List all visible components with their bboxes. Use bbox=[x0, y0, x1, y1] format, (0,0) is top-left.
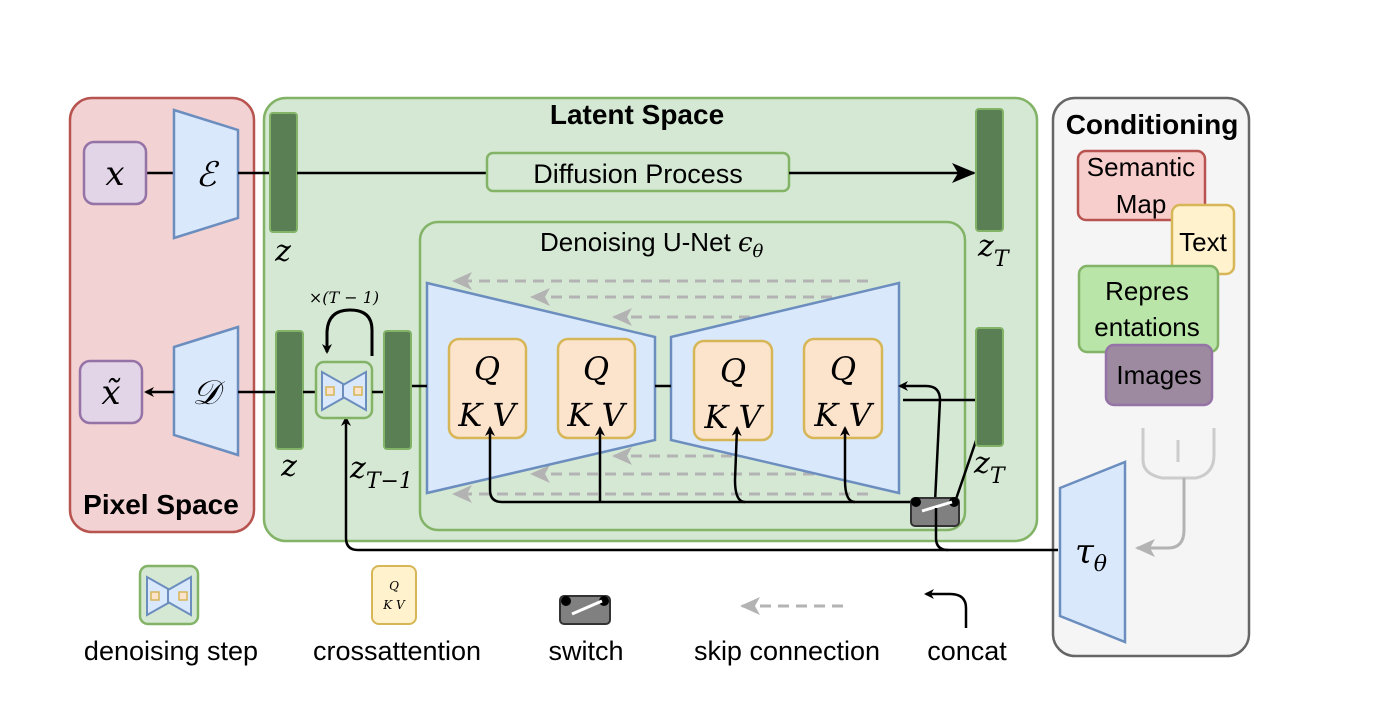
unet-encoder-trapezoid bbox=[425, 281, 657, 495]
denoising-step-icon bbox=[314, 360, 374, 420]
attention-q-label: Q bbox=[583, 350, 609, 388]
semantic-map-box bbox=[1076, 149, 1207, 222]
attention-q-label: Q bbox=[474, 350, 500, 388]
latent-zT-top-label: zT bbox=[977, 229, 1011, 272]
attention-kv-label: K V bbox=[703, 398, 764, 436]
latent-zTm1-label: zT−1 bbox=[349, 451, 413, 494]
legend-crossattention-icon: Q K V bbox=[371, 565, 417, 625]
latent-z-bottom-bar bbox=[275, 330, 304, 450]
legend-switch-icon bbox=[559, 595, 611, 625]
diffusion-process-label: Diffusion Process bbox=[533, 159, 743, 189]
attention-kv-label: K V bbox=[566, 396, 627, 434]
conditioning-title: Conditioning bbox=[1066, 109, 1239, 140]
images-box-label: Images bbox=[1116, 360, 1201, 390]
svg-text:K V: K V bbox=[382, 598, 406, 612]
crossattention-block: Q K V bbox=[447, 337, 528, 440]
legend: denoising step Q K V crossattention swit… bbox=[84, 564, 1007, 666]
crossattention-block: Q K V bbox=[802, 337, 884, 440]
denoise-loop-arrow bbox=[322, 308, 374, 356]
loop-count-label: ×(T − 1) bbox=[309, 288, 379, 307]
svg-text:Q: Q bbox=[389, 579, 399, 593]
latent-zT-bottom-bar bbox=[975, 327, 1004, 447]
crossattention-block: Q K V bbox=[692, 339, 774, 442]
legend-crossattention-label: crossattention bbox=[313, 636, 481, 666]
x-tilde-output-box bbox=[78, 359, 144, 425]
latent-zT-bottom-label: zT bbox=[973, 446, 1007, 489]
tau-label: τθ bbox=[1075, 532, 1107, 577]
legend-skip-connection-label: skip connection bbox=[694, 636, 880, 666]
legend-switch-label: switch bbox=[548, 636, 623, 666]
decoder-block bbox=[172, 325, 240, 457]
latent-zTm1-bar bbox=[383, 330, 412, 450]
semantic-map-line1: Semantic bbox=[1087, 152, 1195, 182]
skip-connections bbox=[452, 272, 868, 503]
legend-concat-icon bbox=[924, 589, 968, 628]
text-box-label: Text bbox=[1179, 227, 1227, 257]
x-tilde-label: x̃ bbox=[101, 373, 121, 413]
attention-q-label: Q bbox=[830, 350, 856, 388]
latent-z-top-bar bbox=[269, 112, 298, 233]
legend-denoising-step-label: denoising step bbox=[84, 636, 258, 666]
semantic-map-line2: Map bbox=[1116, 189, 1167, 219]
encoder-block bbox=[172, 108, 240, 240]
x-label: x bbox=[105, 154, 124, 194]
pixel-space-title: Pixel Space bbox=[83, 489, 239, 520]
latent-space-title: Latent Space bbox=[550, 99, 724, 130]
legend-denoising-step-icon bbox=[138, 564, 200, 626]
crossattention-block: Q K V bbox=[556, 337, 637, 440]
images-box bbox=[1104, 343, 1214, 407]
unet-title: Denoising U-Net ϵθ bbox=[540, 227, 764, 262]
attention-kv-label: K V bbox=[457, 396, 518, 434]
tau-encoder-block bbox=[1058, 460, 1127, 644]
conditioning-merge-lines bbox=[1135, 428, 1216, 557]
representations-line2: entations bbox=[1094, 312, 1200, 342]
x-input-box bbox=[82, 140, 148, 206]
representations-line1: Repres bbox=[1105, 276, 1189, 306]
encoder-label: ℰ bbox=[196, 155, 220, 195]
tau-output-path bbox=[341, 416, 1058, 552]
legend-concat-label: concat bbox=[927, 636, 1007, 666]
latent-zT-top-bar bbox=[975, 108, 1004, 232]
latent-z-top-label: z bbox=[274, 234, 291, 269]
latent-z-bottom-label: z bbox=[280, 449, 297, 484]
attention-q-label: Q bbox=[720, 352, 746, 390]
